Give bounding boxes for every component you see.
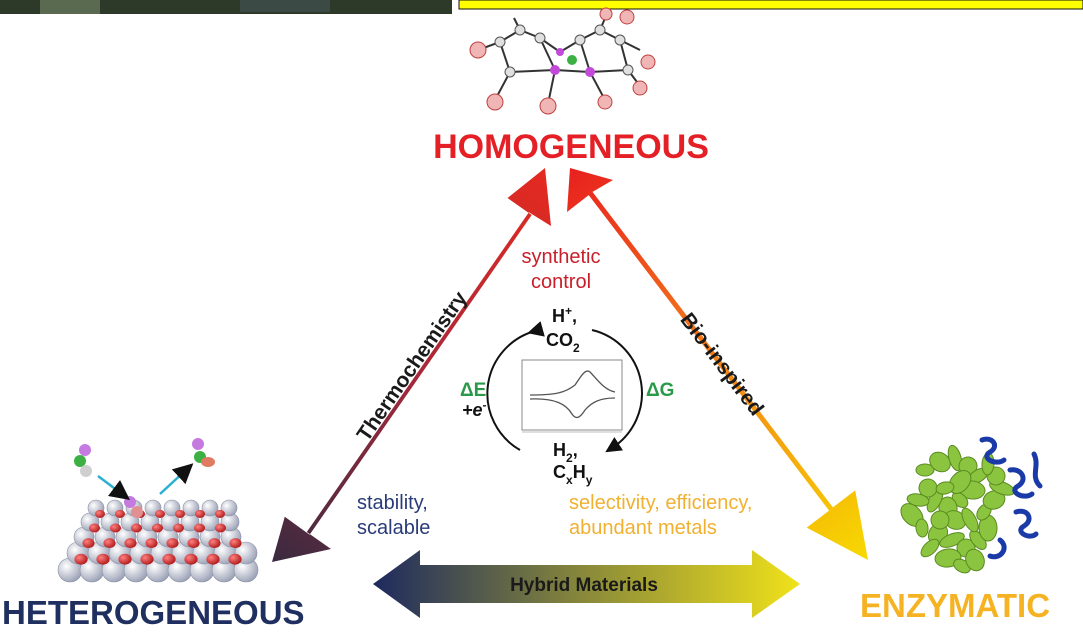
surface-oxygen-atom [140, 553, 154, 565]
photo-strip [0, 0, 452, 14]
bio-inspired-label: Bio-inspired [675, 309, 768, 420]
adsorbate-atom-icon [74, 455, 86, 467]
surface-oxygen-atom [215, 509, 225, 518]
delta-g-label: ΔG [646, 380, 674, 401]
enzyme-helix [939, 532, 965, 548]
surface-oxygen-atom [155, 509, 165, 518]
enzyme-helix [929, 451, 951, 473]
surface-oxygen-atom [145, 538, 158, 549]
enzyme-helix [915, 518, 929, 538]
surface-oxygen-atom [208, 538, 221, 549]
note-synthetic: synthetic [522, 246, 601, 268]
surface-oxygen-atom [103, 538, 116, 549]
surface-oxygen-atom [206, 553, 220, 565]
surface-oxygen-atom [118, 553, 132, 565]
enzyme-helix [915, 463, 935, 477]
surface-oxygen-atom [74, 553, 88, 565]
enzyme-helix [918, 478, 938, 498]
surface-oxygen-atom [115, 509, 125, 518]
product-cxhy: CxHy [553, 462, 593, 487]
enzyme-helix [965, 548, 985, 572]
product-h2: H2, [553, 440, 578, 465]
enzyme-helix [961, 507, 979, 533]
surface-oxygen-atom [184, 553, 198, 565]
surface-adsorbate-icon [124, 496, 136, 508]
surface-oxygen-atom [228, 553, 242, 565]
surface-oxygen-atom [95, 509, 105, 518]
surface-oxygen-atom [162, 553, 176, 565]
adsorbate-atom-icon [80, 465, 92, 477]
desorption-arrow-icon [159, 463, 194, 495]
note-selectivity: selectivity, efficiency, [569, 492, 752, 514]
surface-atom [201, 499, 219, 517]
reactant-co2: CO2 [546, 330, 580, 355]
enzyme-helix [930, 510, 950, 530]
heterogeneous-label: HETEROGENEOUS [2, 594, 305, 629]
hybrid-materials-arrow: Hybrid Materials [373, 550, 800, 618]
cycle-arrow-left [486, 321, 545, 451]
surface-oxygen-atom [175, 509, 185, 518]
product-atom-icon [201, 457, 215, 467]
surface-oxygen-atom [110, 523, 121, 533]
enzymatic-label: ENZYMATIC [860, 587, 1050, 624]
catalytic-cycle: H+, CO2 H2, CxHy ΔE +e- ΔG [460, 304, 674, 487]
thermochemistry-label: Thermochemistry [353, 287, 472, 445]
delta-e-label: ΔE [460, 380, 486, 401]
surface-oxygen-atom [187, 538, 200, 549]
surface-atom [182, 499, 200, 517]
yellow-banner [458, 0, 1083, 10]
note-abundant-metals: abundant metals [569, 517, 717, 539]
surface-oxygen-atom [131, 523, 142, 533]
adsorbate-atom-icon [79, 444, 91, 456]
surface-adsorbate-icon [131, 506, 143, 518]
enzyme-structure-image [900, 436, 1043, 574]
surface-oxygen-atom [215, 523, 226, 533]
surface-oxygen-atom [82, 538, 95, 549]
enzyme-helix [982, 490, 1006, 510]
hybrid-materials-label: Hybrid Materials [510, 575, 658, 596]
metal-atom-icon [567, 55, 577, 65]
surface-atom [220, 499, 238, 517]
enzyme-helix [906, 493, 930, 507]
surface-oxygen-atom [89, 523, 100, 533]
surface-oxygen-atom [195, 509, 205, 518]
surface-oxygen-atom [166, 538, 179, 549]
photo-strip-detail [240, 0, 330, 12]
enzyme-helix [947, 444, 963, 472]
cycle-arrow-right [591, 329, 643, 453]
adsorption-arrow-icon [97, 475, 130, 500]
enzyme-helix [920, 538, 940, 558]
cyclic-voltammogram-plot [521, 359, 623, 433]
molecule-structure-image [469, 7, 656, 115]
product-atom-icon [192, 438, 204, 450]
photo-strip-detail [40, 0, 100, 14]
electron-label: +e- [462, 398, 487, 420]
note-stability: stability, [357, 492, 428, 514]
surface-oxygen-atom [96, 553, 110, 565]
enzyme-helix [935, 481, 955, 495]
homogeneous-label: HOMOGENEOUS [433, 128, 709, 166]
surface-oxygen-atom [229, 538, 242, 549]
surface-oxygen-atom [124, 538, 137, 549]
reactant-h-plus: H+, [552, 304, 577, 326]
surface-oxygen-atom [194, 523, 205, 533]
surface-oxygen-atom [152, 523, 163, 533]
surface-oxygen-atom [173, 523, 184, 533]
note-control: control [531, 271, 591, 293]
note-scalable: scalable [357, 517, 430, 539]
heterogeneous-surface-image [57, 432, 268, 583]
